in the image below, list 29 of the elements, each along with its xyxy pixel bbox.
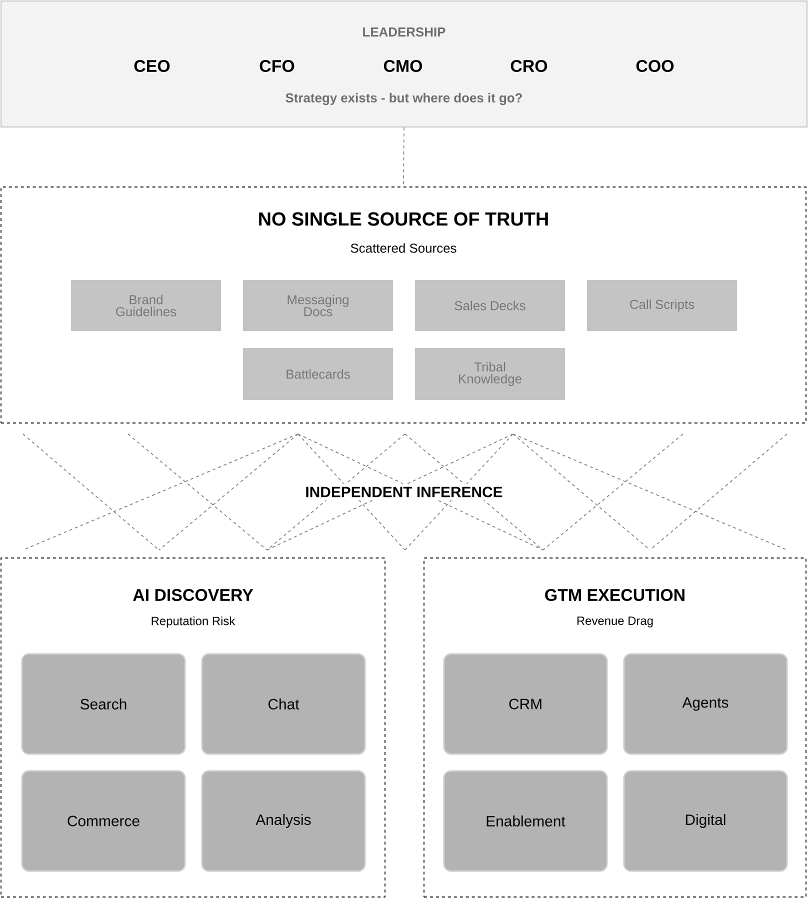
- connector-line: [403, 127, 404, 187]
- source-box: Call Scripts: [587, 280, 737, 331]
- group-subtitle: Reputation Risk: [152, 616, 236, 628]
- source-box: Tribal Knowledge: [415, 348, 565, 400]
- channel-tile: Analysis: [201, 770, 366, 872]
- panel-heading: LEADERSHIP: [363, 27, 446, 37]
- source-box: Brand Guidelines: [71, 280, 221, 331]
- channel-tile: Enablement: [443, 770, 608, 872]
- channel-tile: Commerce: [21, 770, 186, 872]
- source-box: Battlecards: [243, 348, 393, 400]
- channel-tile: Chat: [201, 653, 366, 755]
- group-subtitle: Scattered Sources: [350, 243, 456, 253]
- channel-tile: Digital: [623, 770, 788, 872]
- group-heading: AI DISCOVERY: [133, 589, 254, 601]
- section-label: INDEPENDENT INFERENCE: [302, 484, 506, 500]
- role-label: CMO: [384, 60, 422, 72]
- source-box: Sales Decks: [415, 280, 565, 331]
- group-subtitle: Revenue Drag: [577, 616, 653, 628]
- role-label: COO: [636, 60, 674, 72]
- role-label: CFO: [260, 60, 294, 72]
- role-label: CEO: [134, 60, 170, 72]
- group-heading: GTM EXECUTION: [545, 589, 684, 601]
- source-box: Messaging Docs: [243, 280, 393, 331]
- group-heading: NO SINGLE SOURCE OF TRUTH: [259, 212, 548, 226]
- channel-tile: Search: [21, 653, 186, 755]
- channel-tile: Agents: [623, 653, 788, 755]
- panel-subtitle: Strategy exists - but where does it go?: [286, 92, 522, 106]
- role-label: CRO: [510, 60, 548, 72]
- channel-tile: CRM: [443, 653, 608, 755]
